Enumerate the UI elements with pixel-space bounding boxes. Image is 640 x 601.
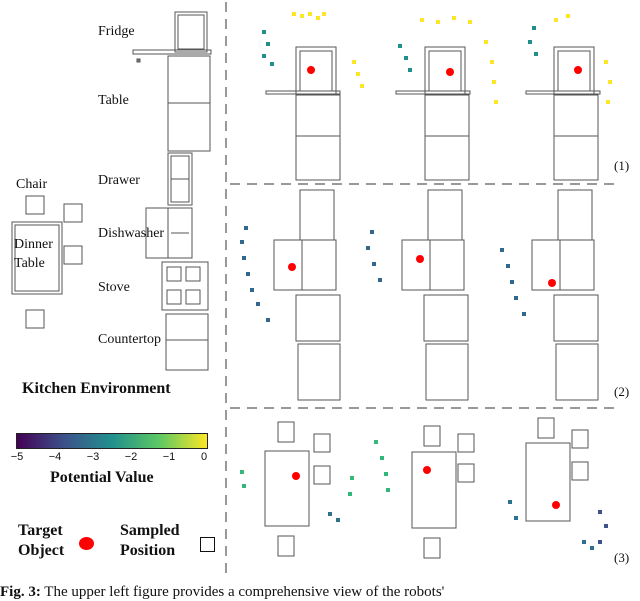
- sampled-square-icon: [200, 537, 215, 552]
- target-objects: [288, 66, 582, 509]
- kitchen-overview: [11, 11, 212, 371]
- colorbar-title: Potential Value: [50, 469, 154, 486]
- colorbar-tick: −5: [10, 451, 24, 463]
- label-table: Table: [98, 93, 129, 108]
- target-object-dot: [552, 501, 560, 509]
- target-dot-icon: [79, 537, 94, 550]
- colorbar-tick: 0: [200, 451, 208, 463]
- colorbar-tick: −2: [124, 451, 138, 463]
- target-object-dot: [574, 66, 582, 74]
- colorbar-tick: −1: [162, 451, 176, 463]
- label-drawer: Drawer: [98, 173, 140, 188]
- panel-dividers: [225, 2, 614, 575]
- label-dishwasher: Dishwasher: [98, 226, 165, 241]
- panel-label-2: (2): [614, 384, 630, 399]
- label-chair: Chair: [16, 177, 48, 192]
- colorbar: [16, 433, 208, 449]
- panel-label-3: (3): [614, 550, 630, 565]
- section-title: Kitchen Environment: [22, 380, 171, 397]
- target-object-dot: [423, 466, 431, 474]
- legend-target-line1: Target: [18, 522, 63, 539]
- caption-text: The upper left figure provides a compreh…: [40, 584, 445, 600]
- target-object-dot: [548, 279, 556, 287]
- legend-sampled-line2: Position: [120, 542, 176, 559]
- colorbar-tick: −3: [86, 451, 100, 463]
- label-fridge: Fridge: [98, 24, 135, 39]
- target-object-dot: [292, 472, 300, 480]
- target-object-dot: [307, 66, 315, 74]
- panel-label-1: (1): [614, 158, 630, 173]
- row3-furniture: [264, 417, 589, 559]
- row2-furniture: [273, 189, 599, 401]
- legend-target-line2: Object: [18, 542, 65, 559]
- sampled-positions: [240, 12, 612, 550]
- row1-furniture: [265, 46, 601, 181]
- target-object-dot: [446, 68, 454, 76]
- caption-prefix: Fig. 3:: [0, 584, 41, 600]
- label-dinner-table: Table: [14, 256, 45, 271]
- label-dinner: Dinner: [14, 237, 53, 252]
- label-stove: Stove: [98, 280, 130, 295]
- colorbar-tick: −4: [48, 451, 62, 463]
- label-countertop: Countertop: [98, 332, 161, 347]
- target-object-dot: [288, 263, 296, 271]
- target-object-dot: [416, 255, 424, 263]
- legend-sampled-line1: Sampled: [120, 522, 180, 539]
- figure-caption: Fig. 3: The upper left figure provides a…: [0, 584, 640, 601]
